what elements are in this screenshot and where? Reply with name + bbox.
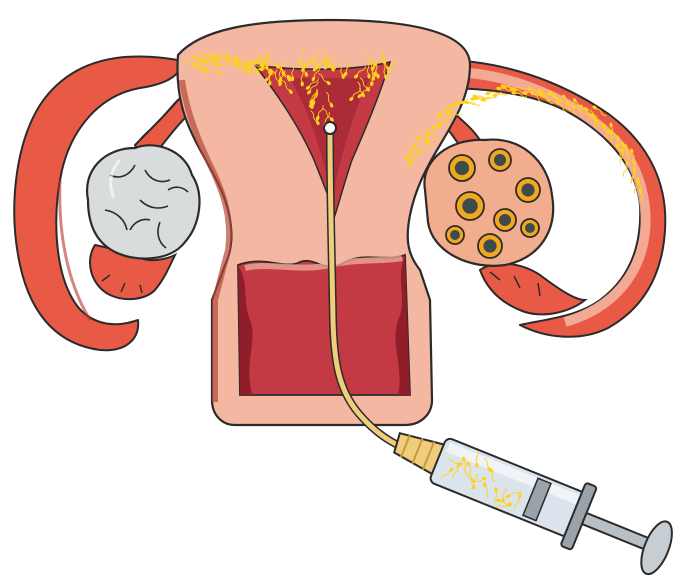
follicle xyxy=(489,149,511,171)
catheter-tip-icon xyxy=(324,122,336,134)
follicle xyxy=(494,209,516,231)
follicle xyxy=(449,155,475,181)
syringe-icon xyxy=(383,411,680,584)
follicle xyxy=(456,192,484,220)
follicle xyxy=(516,178,540,202)
follicle xyxy=(446,226,464,244)
follicle xyxy=(478,234,502,258)
sperm xyxy=(464,101,481,107)
cervix-vagina xyxy=(238,255,410,395)
right-fimbriae xyxy=(480,264,585,315)
follicle xyxy=(521,219,539,237)
left-ovary xyxy=(87,145,199,258)
